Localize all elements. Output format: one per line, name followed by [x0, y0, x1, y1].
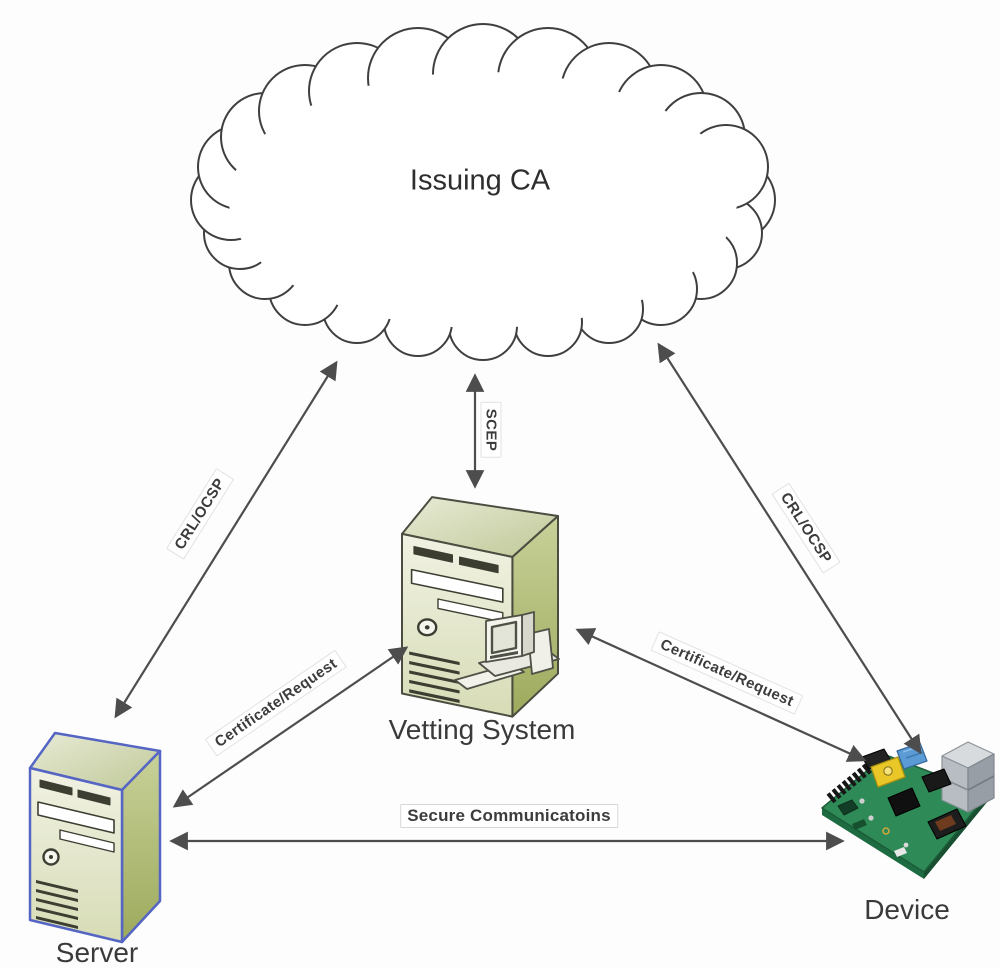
secure-communications-label: Secure Communicatoins — [400, 804, 618, 828]
edges — [114, 342, 922, 851]
edge-crl-ocsp-right — [657, 342, 922, 755]
pi-pcb-edge — [822, 808, 924, 879]
device-label: Device — [864, 894, 950, 925]
server-node — [28, 731, 162, 944]
edge-crl-ocsp-left — [114, 360, 338, 719]
mini-monitor-vents — [490, 651, 518, 659]
pi-chip2 — [921, 768, 952, 793]
vetting-mini-computer — [454, 611, 560, 690]
server-drive-bay — [37, 801, 115, 834]
edge-cert-request-right — [575, 628, 867, 762]
pi-pcb-edge2 — [924, 794, 988, 879]
mini-monitor-screen — [490, 620, 518, 655]
device-node — [821, 741, 995, 879]
vetting-drive-bay — [412, 570, 503, 603]
scep-edge-label: SCEP — [480, 401, 502, 459]
pi-gpio-header — [826, 755, 882, 804]
issuing-ca-cloud — [190, 23, 776, 361]
vetting-vents — [409, 651, 460, 703]
server-label: Server — [55, 937, 139, 968]
server-vents — [36, 880, 78, 929]
pi-soc-chip — [887, 787, 921, 817]
cloud-interior — [229, 72, 737, 328]
pi-usb-ethernet-block — [941, 741, 995, 813]
mini-monitor-side — [521, 611, 535, 657]
issuing-ca-label: Issuing CA — [409, 164, 551, 197]
vetting-system-label: Vetting System — [388, 714, 576, 745]
edge-cert-request-left — [172, 646, 409, 808]
pi-left-corner-chip — [837, 799, 859, 816]
